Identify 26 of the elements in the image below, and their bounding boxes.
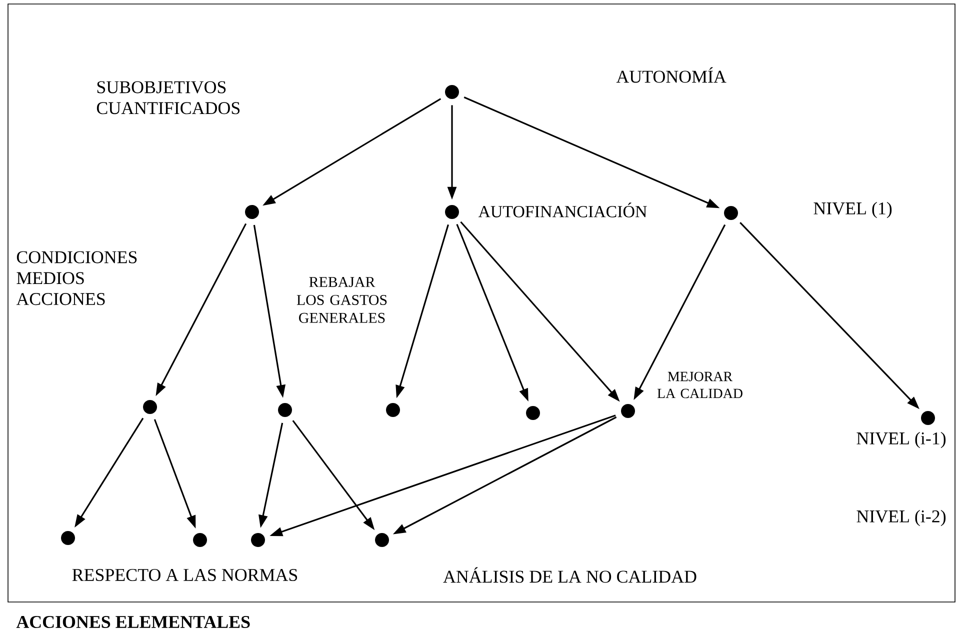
dot xyxy=(445,205,459,219)
level-label: NIVEL (i-1) xyxy=(856,432,946,448)
dot xyxy=(445,85,459,99)
node-label: MEJORAR LA CALIDAD xyxy=(657,372,742,398)
level-label: REBAJAR LOS GASTOS GENERALES xyxy=(296,277,387,323)
dot xyxy=(251,533,265,547)
level-label: ANÁLISIS DE LA NO CALIDAD xyxy=(443,567,696,583)
dot xyxy=(386,403,400,417)
level-label: ACCIONES ELEMENTALES xyxy=(16,616,250,628)
level-label: SUBOBJETIVOS CUANTIFICADOS xyxy=(96,81,240,114)
dot xyxy=(245,205,259,219)
level-label: NIVEL (1) xyxy=(814,202,892,218)
dot xyxy=(526,406,540,420)
dot xyxy=(621,404,635,418)
level-label: NIVEL (i-2) xyxy=(856,510,946,526)
dot xyxy=(278,403,292,417)
level-label: CONDICIONES MEDIOS ACCIONES xyxy=(16,251,137,306)
level-label: AUTONOMÍA xyxy=(616,67,726,83)
dot xyxy=(921,411,935,425)
dot xyxy=(61,531,75,545)
dot xyxy=(193,533,207,547)
level-label: RESPECTO A LAS NORMAS xyxy=(72,568,298,582)
dot xyxy=(724,206,738,220)
node-label: AUTOFINANCIACIÓN xyxy=(478,202,647,218)
dot xyxy=(375,533,389,547)
dot xyxy=(143,400,157,414)
